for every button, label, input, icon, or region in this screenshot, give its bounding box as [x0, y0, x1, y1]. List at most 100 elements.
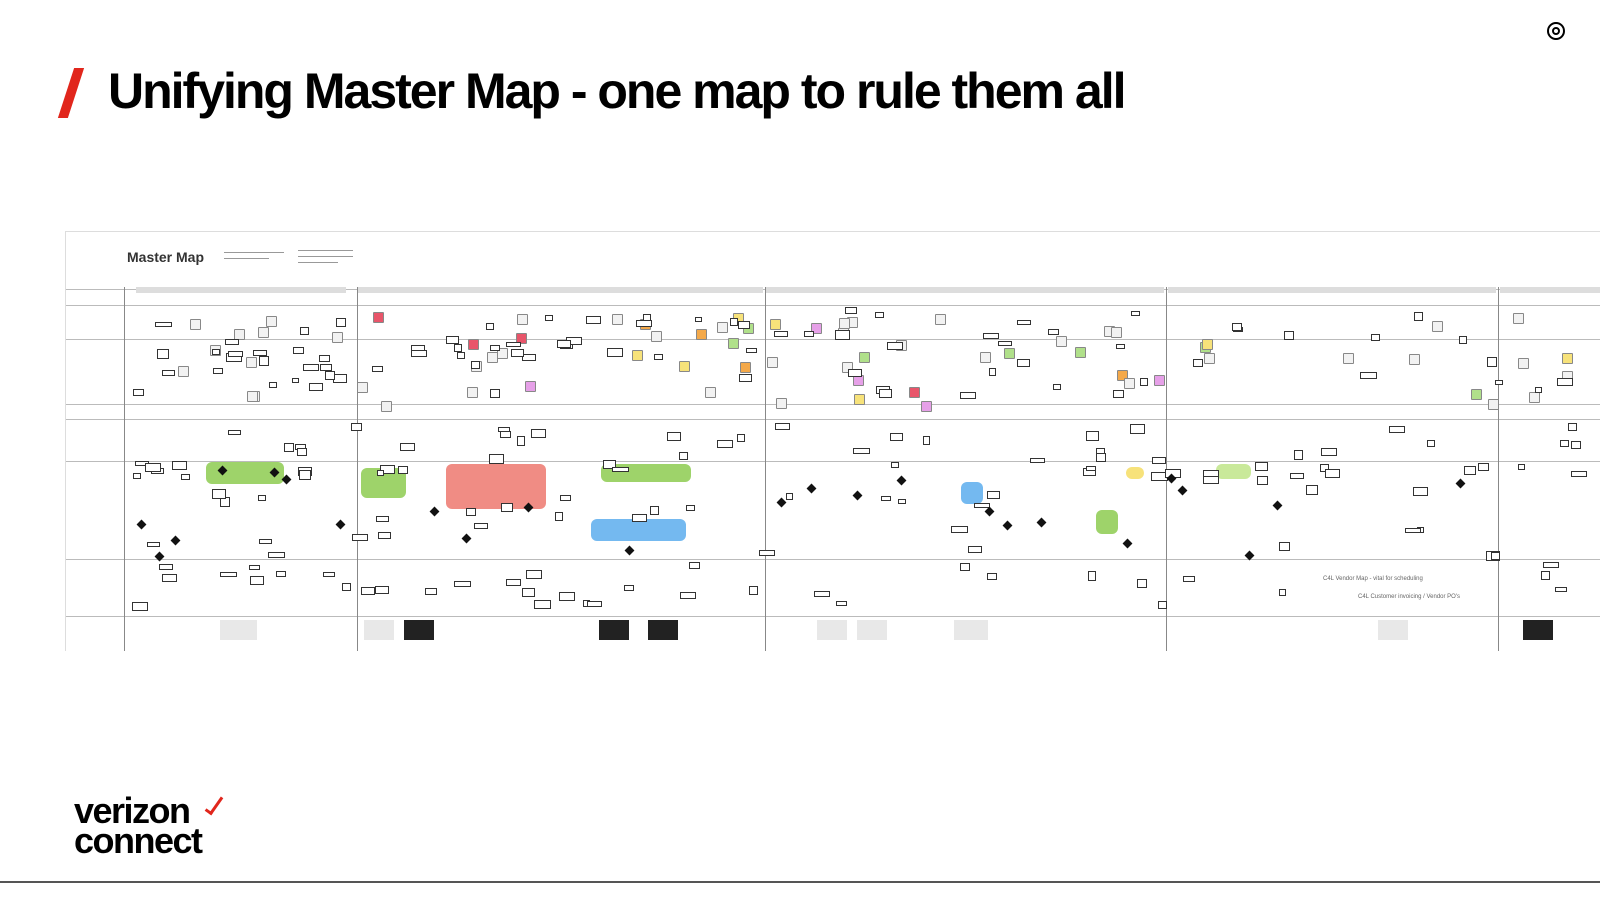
map-process-box	[220, 571, 237, 578]
map-process-box	[454, 580, 471, 588]
map-sticky-note	[516, 333, 528, 345]
map-process-box	[606, 348, 623, 357]
map-process-box	[1324, 468, 1341, 479]
map-process-box	[258, 538, 272, 544]
map-process-box	[694, 316, 703, 322]
map-sticky-note	[246, 356, 258, 368]
map-process-box	[774, 422, 790, 430]
map-process-box	[835, 330, 850, 341]
map-column-divider	[124, 287, 125, 651]
map-process-box	[968, 545, 983, 553]
map-sticky-note	[1110, 327, 1122, 339]
map-process-box	[250, 576, 264, 585]
map-process-box	[211, 349, 221, 356]
map-sticky-note	[381, 400, 393, 412]
map-sticky-note	[842, 362, 854, 374]
map-process-box	[1359, 371, 1377, 379]
map-process-box	[1278, 588, 1286, 596]
map-sticky-note	[920, 401, 932, 413]
map-process-box	[1115, 343, 1125, 350]
map-decision-diamond	[429, 506, 440, 517]
map-sticky-note	[612, 314, 624, 326]
map-sticky-note	[265, 316, 277, 328]
map-sticky-note	[1343, 352, 1355, 364]
map-thumbnail	[954, 620, 985, 640]
map-process-box	[890, 432, 903, 442]
map-process-box	[510, 348, 525, 357]
map-process-box	[489, 453, 505, 464]
map-process-box	[299, 470, 311, 481]
map-decision-diamond	[852, 490, 863, 501]
map-process-box	[162, 370, 176, 376]
map-process-box	[813, 591, 831, 597]
map-process-box	[729, 317, 738, 327]
map-process-box	[845, 307, 858, 315]
map-process-box	[516, 436, 526, 446]
map-process-box	[351, 422, 362, 432]
map-sticky-note	[727, 337, 739, 349]
map-decision-diamond	[1122, 538, 1133, 549]
map-process-box	[1414, 312, 1424, 322]
map-decision-diamond	[1002, 520, 1013, 531]
map-process-box	[559, 494, 571, 501]
map-process-box	[521, 353, 536, 361]
map-process-box	[1131, 310, 1140, 316]
verizon-connect-logo: verizon connect	[74, 793, 203, 861]
map-decision-diamond	[896, 475, 907, 486]
map-sticky-note	[1075, 347, 1087, 359]
map-process-box	[1543, 562, 1559, 568]
map-process-box	[425, 587, 438, 595]
map-process-box	[474, 523, 489, 530]
map-row-divider	[66, 339, 1600, 340]
map-process-box	[1541, 571, 1551, 580]
map-column-divider	[357, 287, 358, 651]
map-thumbnail	[648, 620, 679, 640]
map-process-box	[880, 495, 891, 502]
map-process-box	[737, 320, 750, 329]
logo-line2: connect	[74, 820, 203, 861]
map-sticky-note	[679, 360, 691, 372]
map-swimlane-group	[446, 464, 546, 509]
map-process-box	[556, 340, 571, 348]
map-process-box	[960, 562, 971, 571]
map-process-box	[1534, 387, 1543, 394]
slide-title: Unifying Master Map - one map to rule th…	[108, 63, 1126, 119]
map-process-box	[360, 586, 376, 596]
map-process-box	[1293, 450, 1303, 460]
map-process-box	[951, 526, 968, 533]
map-column-divider	[1166, 287, 1167, 651]
map-process-box	[973, 502, 990, 509]
map-process-box	[399, 442, 415, 452]
map-process-box	[636, 319, 652, 328]
map-sticky-note	[696, 328, 708, 340]
map-sticky-note	[631, 349, 643, 361]
map-process-box	[612, 467, 629, 473]
map-swimlane-group	[206, 462, 284, 484]
map-decision-diamond	[154, 552, 164, 562]
map-process-box	[1203, 469, 1219, 477]
map-process-box	[1517, 464, 1526, 470]
map-stage-bar	[1168, 287, 1496, 293]
map-process-box	[587, 601, 602, 608]
map-process-box	[1570, 441, 1582, 450]
map-process-box	[1053, 384, 1061, 390]
map-process-box	[227, 429, 241, 436]
map-process-box	[803, 331, 814, 338]
map-process-box	[212, 367, 223, 374]
map-process-box	[1389, 426, 1406, 434]
map-process-box	[1279, 542, 1291, 551]
map-sticky-note	[1488, 399, 1500, 411]
map-process-box	[219, 497, 230, 508]
map-thumbnail	[1522, 620, 1553, 640]
map-process-box	[267, 551, 285, 559]
map-process-box	[759, 550, 776, 557]
map-process-box	[667, 431, 682, 442]
map-process-box	[1130, 424, 1146, 435]
map-process-box	[1404, 527, 1422, 533]
map-header-line	[298, 256, 353, 257]
map-sticky-note	[331, 332, 343, 344]
map-decision-diamond	[335, 519, 346, 530]
map-row-divider	[66, 305, 1600, 306]
map-process-box	[411, 345, 425, 351]
map-process-box	[377, 531, 392, 539]
